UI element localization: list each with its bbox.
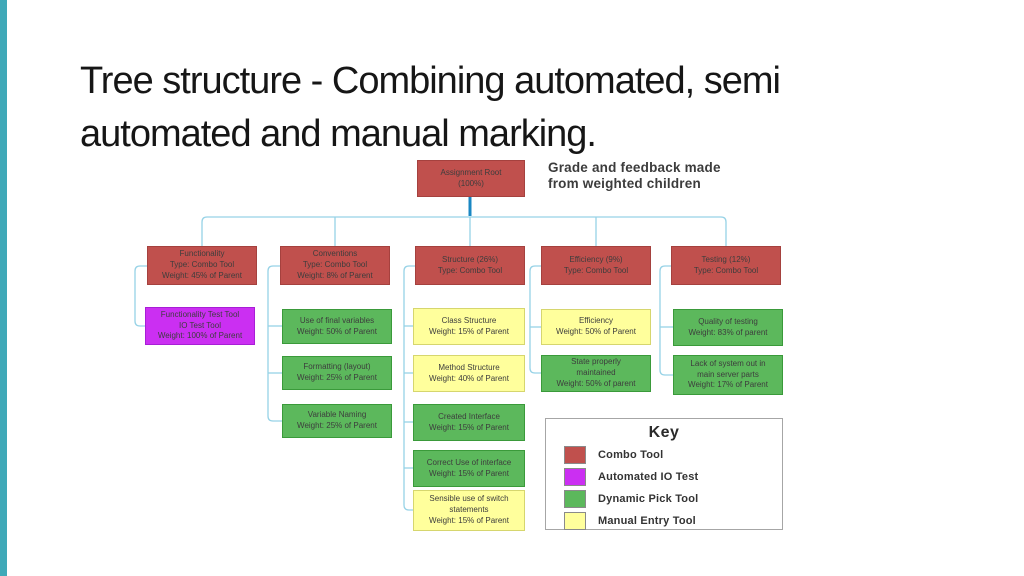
key-row-dynamic-pick-tool: Dynamic Pick Tool bbox=[564, 490, 782, 508]
key-title: Key bbox=[648, 424, 680, 441]
node-conventions: Conventions Type: Combo Tool Weight: 8% … bbox=[280, 246, 390, 285]
key-panel: Key Combo Tool Automated IO Test Dynamic… bbox=[545, 418, 783, 530]
slide-title: Tree structure - Combining automated, se… bbox=[80, 60, 781, 155]
node-functionality: Functionality Type: Combo Tool Weight: 4… bbox=[147, 246, 257, 285]
connector-elbow-conventions bbox=[267, 265, 282, 422]
node-assignment-root: Assignment Root (100%) bbox=[417, 160, 525, 197]
node-sensible-use-of-switch: Sensible use of switch statements Weight… bbox=[413, 490, 525, 531]
tree-caption: Grade and feedback made from weighted ch… bbox=[548, 160, 721, 192]
combo-tool-swatch bbox=[564, 446, 586, 464]
node-method-structure: Method Structure Weight: 40% of Parent bbox=[413, 355, 525, 392]
node-structure: Structure (26%) Type: Combo Tool bbox=[415, 246, 525, 285]
node-testing: Testing (12%) Type: Combo Tool bbox=[671, 246, 781, 285]
node-created-interface: Created Interface Weight: 15% of Parent bbox=[413, 404, 525, 441]
key-label: Manual Entry Tool bbox=[598, 515, 696, 527]
node-lack-of-system-out: Lack of system out in main server parts … bbox=[673, 355, 783, 395]
key-row-manual-entry-tool: Manual Entry Tool bbox=[564, 512, 782, 530]
key-row-combo-tool: Combo Tool bbox=[564, 446, 782, 464]
manual-entry-tool-swatch bbox=[564, 512, 586, 530]
connector-elbow-testing bbox=[659, 265, 673, 376]
automated-io-test-swatch bbox=[564, 468, 586, 486]
node-efficiency: Efficiency (9%) Type: Combo Tool bbox=[541, 246, 651, 285]
node-variable-naming: Variable Naming Weight: 25% of Parent bbox=[282, 404, 392, 438]
key-label: Combo Tool bbox=[598, 449, 664, 461]
node-efficiency-child: Efficiency Weight: 50% of Parent bbox=[541, 309, 651, 345]
node-functionality-test-tool: Functionality Test Tool IO Test Tool Wei… bbox=[145, 307, 255, 345]
key-label: Automated IO Test bbox=[598, 471, 699, 483]
connector-elbow-efficiency bbox=[529, 265, 541, 374]
node-use-of-final-variables: Use of final variables Weight: 50% of Pa… bbox=[282, 309, 392, 344]
node-formatting-layout: Formatting (layout) Weight: 25% of Paren… bbox=[282, 356, 392, 390]
left-accent-bar bbox=[0, 0, 7, 576]
node-class-structure: Class Structure Weight: 15% of Parent bbox=[413, 308, 525, 345]
key-row-automated-io-test: Automated IO Test bbox=[564, 468, 782, 486]
connector-elbow-structure bbox=[403, 265, 415, 511]
key-label: Dynamic Pick Tool bbox=[598, 493, 699, 505]
connector-elbow-functionality bbox=[134, 265, 147, 327]
dynamic-pick-tool-swatch bbox=[564, 490, 586, 508]
node-state-properly-maintained: State properly maintained Weight: 50% of… bbox=[541, 355, 651, 392]
node-correct-use-of-interface: Correct Use of interface Weight: 15% of … bbox=[413, 450, 525, 487]
node-quality-of-testing: Quality of testing Weight: 83% of parent bbox=[673, 309, 783, 346]
connector-bus bbox=[201, 216, 727, 246]
